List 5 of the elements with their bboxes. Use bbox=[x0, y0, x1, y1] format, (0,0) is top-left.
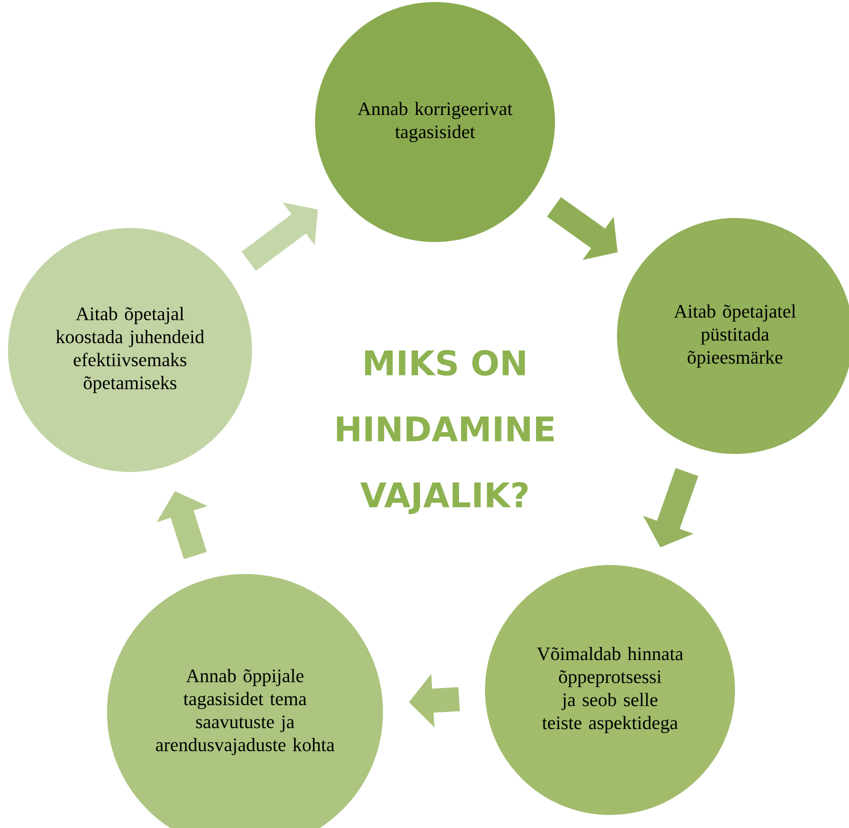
circle-node: Annab korrigeerivat tagasisidet bbox=[315, 2, 555, 242]
circle-node: Võimaldab hinnata õppeprotsessi ja seob selle teiste aspektidega bbox=[485, 565, 735, 815]
block-arrow bbox=[242, 202, 318, 271]
circle-node: Aitab õpetajal koostada juhendeid efektiivsemaks õpetamiseks bbox=[8, 228, 252, 472]
title: MIKS ON HINDAMINE VAJALIK? bbox=[337, 350, 554, 514]
